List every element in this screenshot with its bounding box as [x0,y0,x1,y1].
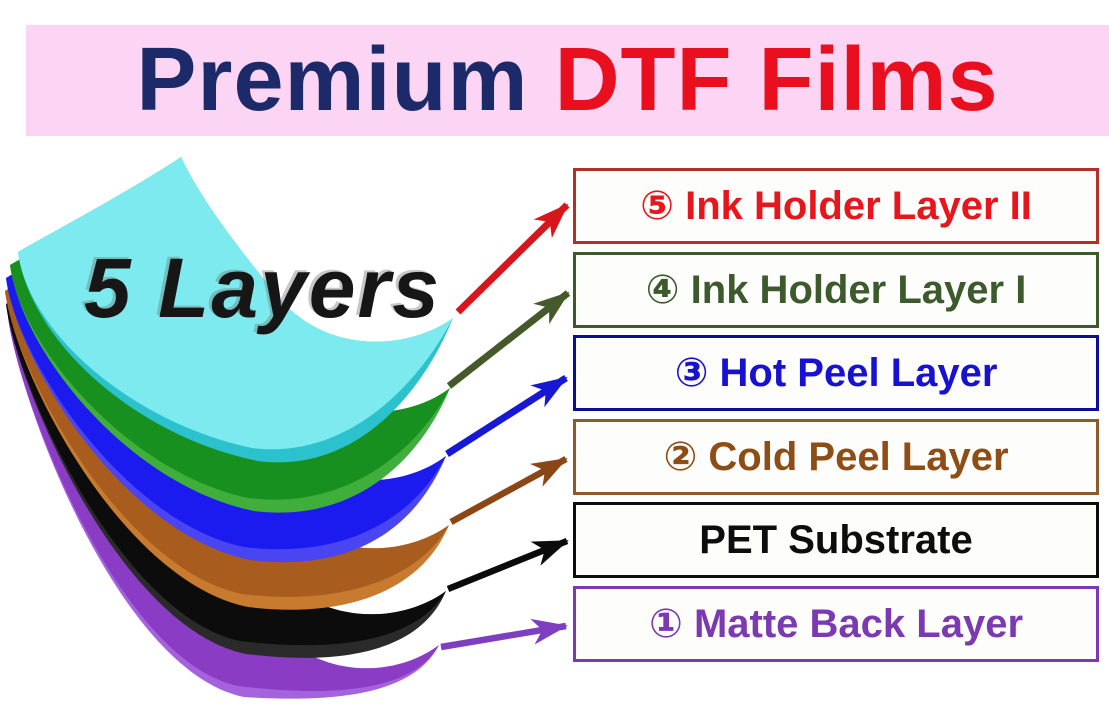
arrow-ink-holder-layer-1 [446,290,571,389]
arrow-hot-peel-layer [445,375,568,457]
title-secondary: DTF Films [554,30,999,130]
arrow-pet-substrate [446,537,569,593]
label-box-hot-peel-layer: ③ Hot Peel Layer [573,335,1099,411]
title-primary: Premium [136,30,555,130]
arrow-cold-peel-layer [449,456,568,525]
label-box-ink-holder-layer-2: ⑤ Ink Holder Layer II [573,168,1099,244]
title-band: Premium DTF Films [26,25,1109,136]
label-box-pet-substrate: PET Substrate [573,502,1099,578]
sheet-ink-holder-layer-2 [18,157,453,463]
label-box-matte-back-layer: ① Matte Back Layer [573,586,1099,662]
stack-caption: 5 Layers [84,241,441,335]
arrow-matte-back-layer [440,618,568,651]
label-box-cold-peel-layer: ② Cold Peel Layer [573,419,1099,495]
label-box-ink-holder-layer-1: ④ Ink Holder Layer I [573,252,1099,328]
arrow-ink-holder-layer-2 [455,202,570,315]
